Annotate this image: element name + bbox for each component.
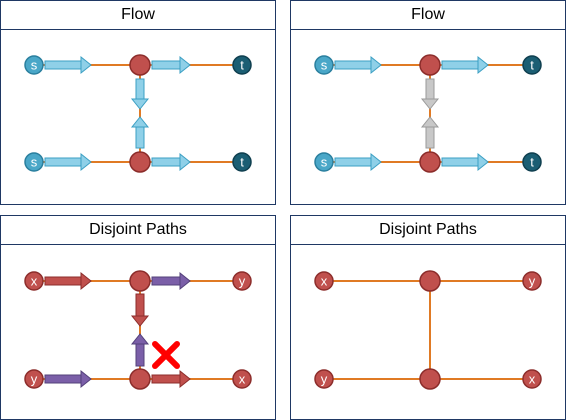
purple-arrow-bottom-left xyxy=(44,369,92,389)
mid-node-top xyxy=(129,54,151,76)
panel-title: Disjoint Paths xyxy=(291,216,565,245)
sink-node-top: t xyxy=(522,55,542,75)
endpoint-node-x-top: x xyxy=(314,271,334,291)
mid-node-bottom xyxy=(129,368,151,390)
endpoint-node-y-top-right: y xyxy=(232,271,252,291)
flow-arrow-top-left xyxy=(334,55,382,75)
endpoint-node-y-bottom-left: y xyxy=(314,369,334,389)
svg-text:t: t xyxy=(240,58,244,73)
endpoint-node-y-bottom-left: y xyxy=(24,369,44,389)
flow-arrow-bottom-left xyxy=(334,152,382,172)
flow-arrow-down xyxy=(130,78,150,110)
gray-arrow-down xyxy=(420,78,440,110)
source-node-bottom: s xyxy=(314,152,334,172)
mid-node-top xyxy=(129,270,151,292)
paths-panel-1: Disjoint Paths xyxy=(0,215,276,420)
panel-title: Flow xyxy=(1,1,275,30)
red-x-icon xyxy=(152,341,180,369)
red-arrow-bottom-right xyxy=(151,369,191,389)
flow-panel-1: Flow xyxy=(0,0,276,205)
mid-node-top xyxy=(419,54,441,76)
endpoint-node-y-top-right: y xyxy=(522,271,542,291)
flow-arrow-up xyxy=(130,116,150,149)
flow-arrow-top-left xyxy=(44,55,92,75)
svg-text:t: t xyxy=(240,155,244,170)
svg-text:y: y xyxy=(529,274,536,289)
flow-arrow-bottom-left xyxy=(44,152,92,172)
svg-text:s: s xyxy=(31,58,38,73)
purple-arrow-top-right xyxy=(151,271,191,291)
paths-diagram-1: x y y x xyxy=(24,270,252,390)
panel-title: Flow xyxy=(291,1,565,30)
sink-node-bottom: t xyxy=(522,152,542,172)
flow-diagram-2: s s t t xyxy=(314,54,542,173)
flow-arrow-top-right xyxy=(441,55,489,75)
svg-text:x: x xyxy=(31,274,38,289)
endpoint-node-x-bottom-right: x xyxy=(232,369,252,389)
purple-arrow-up xyxy=(130,333,150,367)
endpoint-node-x-bottom-right: x xyxy=(522,369,542,389)
mid-node-top xyxy=(419,270,441,292)
paths-diagram-2: x y y x xyxy=(314,270,542,390)
sink-node-bottom: t xyxy=(232,152,252,172)
svg-text:x: x xyxy=(529,372,536,387)
mid-node-bottom xyxy=(419,151,441,173)
paths-panel-2: Disjoint Paths x y y x xyxy=(290,215,566,420)
red-arrow-top-left xyxy=(44,271,92,291)
flow-panel-2: Flow s xyxy=(290,0,566,205)
svg-text:y: y xyxy=(239,274,246,289)
flow-arrow-bottom-right xyxy=(441,152,489,172)
svg-text:s: s xyxy=(321,58,328,73)
red-arrow-down xyxy=(130,293,150,327)
panel-title: Disjoint Paths xyxy=(1,216,275,245)
svg-text:x: x xyxy=(239,372,246,387)
svg-text:y: y xyxy=(31,372,38,387)
source-node-top: s xyxy=(24,55,44,75)
svg-text:y: y xyxy=(321,372,328,387)
flow-arrow-bottom-right xyxy=(151,152,191,172)
mid-node-bottom xyxy=(129,151,151,173)
source-node-top: s xyxy=(314,55,334,75)
svg-text:s: s xyxy=(31,155,38,170)
flow-diagram-1: s s t t xyxy=(24,54,252,173)
svg-text:t: t xyxy=(530,58,534,73)
gray-arrow-up xyxy=(420,116,440,149)
svg-text:x: x xyxy=(321,274,328,289)
sink-node-top: t xyxy=(232,55,252,75)
endpoint-node-x-top: x xyxy=(24,271,44,291)
source-node-bottom: s xyxy=(24,152,44,172)
flow-arrow-top-right xyxy=(151,55,191,75)
svg-text:s: s xyxy=(321,155,328,170)
svg-text:t: t xyxy=(530,155,534,170)
mid-node-bottom xyxy=(419,368,441,390)
